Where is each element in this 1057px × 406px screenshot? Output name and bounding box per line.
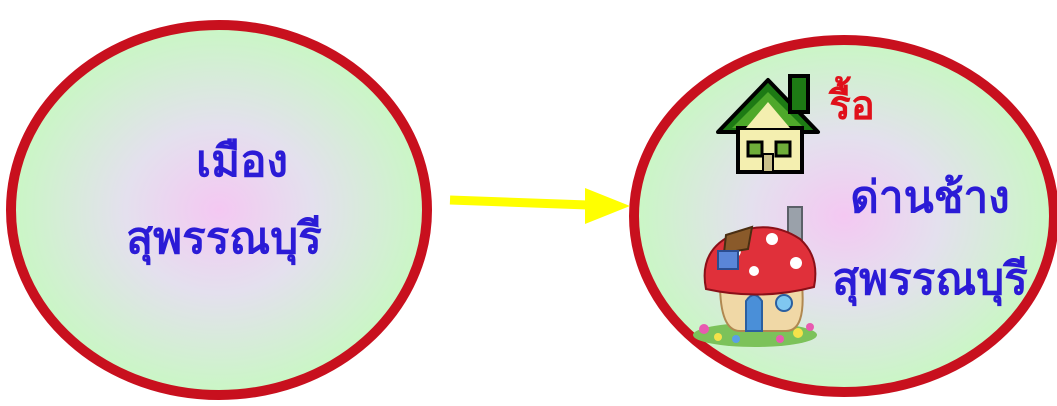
left-oval <box>6 20 432 400</box>
left-node-line1: เมือง <box>196 136 288 187</box>
right-node-tag: รื้อ <box>829 83 875 129</box>
connector-arrow <box>449 188 630 224</box>
right-node-line2: สุพรรณบุรี <box>832 254 1028 305</box>
mushroom-house-icon <box>693 206 817 347</box>
green-roof-house-icon <box>716 74 820 174</box>
right-node-line1: ด่านช้าง <box>850 172 1010 223</box>
left-node-line2: สุพรรณบุรี <box>126 213 322 264</box>
